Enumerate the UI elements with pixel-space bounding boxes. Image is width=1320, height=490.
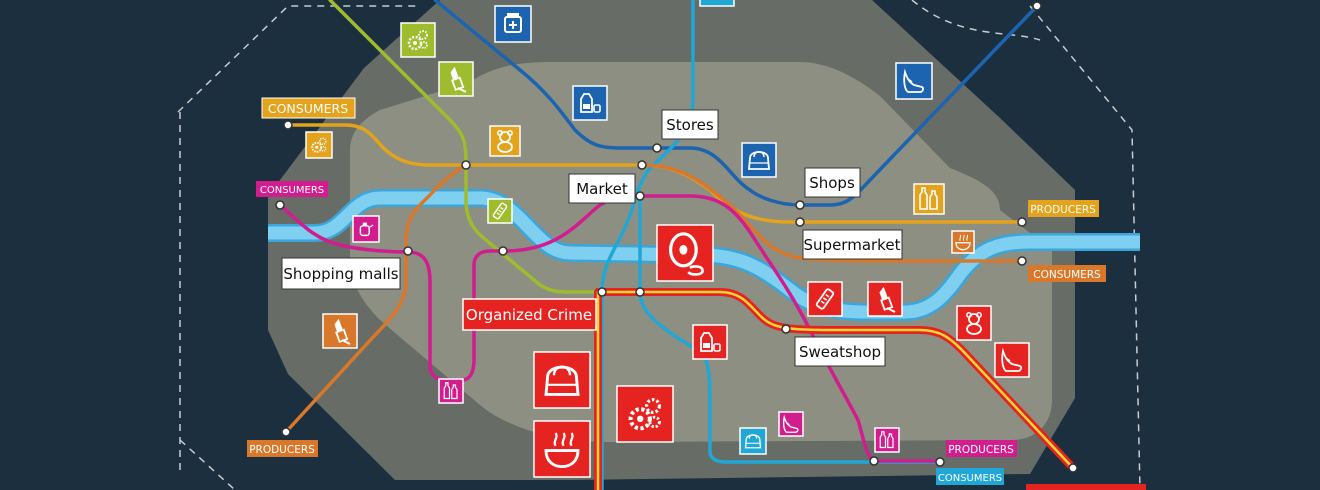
line-green — [328, 0, 604, 294]
food-bowl-icon — [533, 420, 591, 478]
terminal-consumers-cyan-bottom: CONSUMERS — [936, 468, 1004, 485]
node-green-junction — [498, 246, 508, 256]
node-producers-yellow-right — [1017, 217, 1027, 227]
node-consumers-orange-right — [1017, 256, 1027, 266]
milk-carton-icon — [692, 324, 728, 360]
node-red-cyan — [635, 287, 645, 297]
bottles-icon — [913, 183, 945, 215]
node-supermarket — [795, 217, 805, 227]
handbag-icon — [739, 427, 767, 455]
station-stores: Stores — [661, 109, 719, 140]
shoe-icon — [895, 62, 933, 100]
node-shopping-malls — [403, 246, 413, 256]
station-shops: Shops — [804, 167, 861, 198]
terminal-consumers-magenta-left: CONSUMERS — [256, 181, 328, 197]
terminal-consumers-orange-right-label: CONSUMERS — [1033, 269, 1101, 281]
node-top-right — [1032, 1, 1042, 11]
handbag-icon — [533, 351, 591, 409]
terminal-consumers-cyan-bottom-label: CONSUMERS — [938, 473, 1002, 484]
node-yellow-junction — [461, 160, 471, 170]
food-bowl-icon — [951, 230, 975, 254]
terminal-producers-magenta-bottom-label: PRODUCERS — [948, 444, 1014, 456]
dashed-bottom-left-boundary — [179, 439, 236, 490]
terminal-producers-magenta-bottom: PRODUCERS — [946, 440, 1017, 457]
node-producers-orange-left — [281, 427, 291, 437]
teddy-bear-icon — [956, 305, 992, 341]
station-shopping-malls: Shopping malls — [281, 257, 401, 290]
lipstick-icon — [322, 313, 358, 349]
node-producers-magenta-bottom — [869, 456, 879, 466]
node-shops — [795, 200, 805, 210]
station-supermarket: Supermarket — [802, 229, 903, 260]
mobile-phone-icon — [487, 198, 513, 224]
station-market-label: Market — [576, 180, 628, 198]
handbag-icon — [741, 142, 777, 178]
milk-carton-icon — [572, 85, 608, 121]
teddy-bear-icon — [489, 125, 521, 157]
line-blue — [433, 0, 1039, 207]
shoe-icon — [994, 342, 1030, 378]
terminal-consumers-magenta-left-label: CONSUMERS — [260, 185, 324, 196]
station-sweatshop: Sweatshop — [794, 336, 886, 367]
partial-icon — [699, 0, 735, 7]
bottles-icon — [874, 427, 900, 453]
terminal-producers-yellow-right: PRODUCERS — [1028, 200, 1099, 217]
mobile-phone-icon — [807, 281, 843, 317]
station-sweatshop-label: Sweatshop — [799, 343, 881, 361]
cd-icon — [656, 224, 714, 282]
station-organized-crime: Organized Crime — [462, 298, 597, 331]
node-market — [637, 160, 647, 170]
dashed-top-right-boundary — [911, 0, 1041, 41]
bottles-icon — [438, 378, 464, 404]
node-sweatshop — [781, 324, 791, 334]
node-organized-crime — [597, 287, 607, 297]
station-shops-label: Shops — [809, 174, 855, 192]
terminal-consumers-orange-right: CONSUMERS — [1028, 265, 1106, 282]
node-stores — [652, 143, 662, 153]
station-supermarket-label: Supermarket — [804, 236, 901, 254]
lipstick-icon — [438, 61, 474, 97]
terminal-consumers-yellow-left-label: CONSUMERS — [268, 101, 348, 116]
gears-icon — [616, 385, 674, 443]
terminal-producers-yellow-right-label: PRODUCERS — [1030, 204, 1096, 216]
terminal-consumers-yellow-left: CONSUMERS — [261, 97, 356, 119]
station-shopping-malls-label: Shopping malls — [283, 265, 398, 283]
station-stores-label: Stores — [666, 116, 714, 134]
shoe-icon — [778, 411, 804, 437]
gears-icon — [305, 131, 333, 159]
terminal-producers-orange-left-label: PRODUCERS — [249, 444, 315, 456]
node-consumers-yellow-left — [283, 120, 293, 130]
node-market-lower — [635, 191, 645, 201]
lipstick-icon — [867, 281, 903, 317]
medicine-jar-icon — [494, 5, 532, 43]
station-organized-crime-label: Organized Crime — [466, 306, 592, 324]
node-consumers-magenta-left — [275, 200, 285, 210]
line-orange — [284, 163, 1024, 434]
gears-icon — [400, 22, 436, 58]
dashed-outer-boundary — [177, 5, 1141, 490]
perfume-icon — [352, 215, 380, 243]
terminal-producers-orange-left: PRODUCERS — [247, 440, 318, 457]
station-market: Market — [568, 173, 636, 204]
node-consumers-cyan-bottom — [935, 457, 945, 467]
red-banner-edge — [1026, 484, 1146, 490]
node-red-terminal — [1068, 463, 1078, 473]
